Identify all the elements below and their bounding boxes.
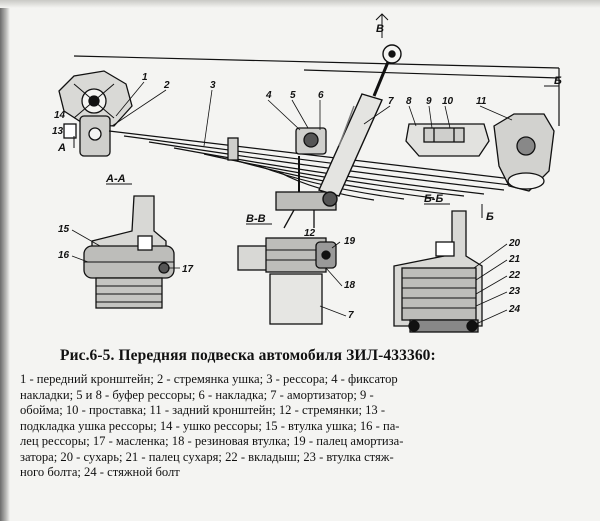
cut-marker-v-top: В	[376, 23, 384, 35]
scan-top-shadow	[0, 0, 600, 8]
part-label-7: 7	[388, 96, 394, 107]
suspension-diagram: В Б Б А 1 2 3 4 5 6 7 8 9 10 11 13 14 А-…	[14, 6, 594, 338]
frame-rail	[73, 55, 560, 126]
parts-legend: 1 - передний кронштейн; 2 - стремянка уш…	[20, 372, 580, 481]
section-aa-title: А-А	[105, 173, 126, 185]
spring-clamp	[227, 127, 337, 229]
part-label-7b: 7	[348, 310, 354, 321]
section-aa-drawing	[83, 195, 175, 309]
section-bb-title: Б-Б	[424, 193, 443, 205]
leader-lines	[111, 81, 513, 147]
part-label-4: 4	[265, 90, 272, 101]
cut-lines	[73, 13, 559, 218]
cut-marker-a: А	[57, 142, 66, 154]
front-bracket	[58, 70, 133, 127]
section-vv-title: В-В	[246, 213, 266, 225]
part-label-23: 23	[508, 286, 521, 297]
part-label-1: 1	[142, 72, 148, 83]
section-bb-drawing	[393, 210, 483, 333]
legend-line: ного болта; 24 - стяжной болт	[20, 465, 180, 479]
part-label-12: 12	[304, 228, 316, 239]
part-label-2: 2	[163, 80, 170, 91]
cut-marker-b-top: Б	[554, 75, 562, 87]
shock-absorber	[318, 44, 402, 207]
part-label-22: 22	[508, 270, 521, 281]
part-label-14: 14	[54, 110, 66, 121]
part-label-11: 11	[476, 96, 487, 107]
figure-caption: Рис.6-5. Передняя подвеска автомобиля ЗИ…	[60, 347, 436, 364]
part-label-8: 8	[406, 96, 412, 107]
part-label-17: 17	[182, 264, 194, 275]
part-label-20: 20	[508, 238, 521, 249]
part-label-13: 13	[52, 126, 64, 137]
part-label-19: 19	[344, 236, 356, 247]
part-label-24: 24	[508, 304, 521, 315]
part-label-21: 21	[508, 254, 521, 265]
part-label-16: 16	[58, 250, 70, 261]
part-label-18: 18	[344, 280, 356, 291]
scan-shadow	[0, 0, 10, 521]
legend-line: лец рессоры; 17 - масленка; 18 - резинов…	[20, 434, 404, 448]
part-label-15: 15	[58, 224, 70, 235]
part-label-9: 9	[426, 96, 432, 107]
legend-line: подкладка ушка рессоры; 14 - ушко рессор…	[20, 418, 400, 433]
part-label-10: 10	[442, 96, 454, 107]
rear-bracket	[493, 113, 555, 192]
rear-buffer	[405, 123, 490, 157]
suspension-drawing: В Б Б А 1 2 3 4 5 6 7 8 9 10 11 13 14 А-…	[52, 13, 562, 333]
shackle-front	[63, 115, 111, 157]
part-label-6: 6	[318, 90, 324, 101]
cut-marker-b-bottom: Б	[486, 211, 494, 223]
legend-line: 1 - передний кронштейн; 2 - стремянка уш…	[20, 372, 398, 386]
legend-line: накладки; 5 и 8 - буфер рессоры; 6 - нак…	[20, 387, 374, 402]
part-label-5: 5	[290, 90, 296, 101]
section-vv-drawing	[237, 237, 337, 325]
legend-line: обойма; 10 - проставка; 11 - задний крон…	[20, 403, 386, 417]
legend-line: затора; 20 - сухарь; 21 - палец сухаря; …	[20, 449, 394, 464]
part-label-3: 3	[210, 80, 216, 91]
